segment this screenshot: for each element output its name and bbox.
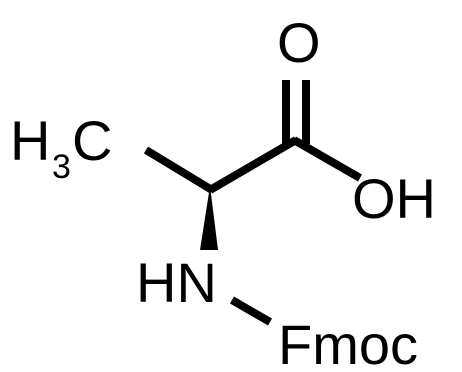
methyl-h-label: H (10, 109, 50, 172)
fmoc-label: Fmoc (278, 313, 418, 372)
stereo-wedge-bond (200, 186, 218, 250)
n-fmoc-bond (229, 296, 273, 326)
alpha-carboxyl-bond (207, 136, 299, 194)
methyl-c-label: C (72, 109, 112, 172)
carboxyl-oh-bond (292, 136, 362, 182)
methyl-alpha-bond (143, 146, 215, 194)
carbonyl-oxygen-label: O (277, 11, 321, 74)
amine-label: HN (136, 251, 217, 314)
hydroxyl-label: OH (352, 167, 436, 230)
methyl-subscript-label: 3 (52, 148, 71, 186)
